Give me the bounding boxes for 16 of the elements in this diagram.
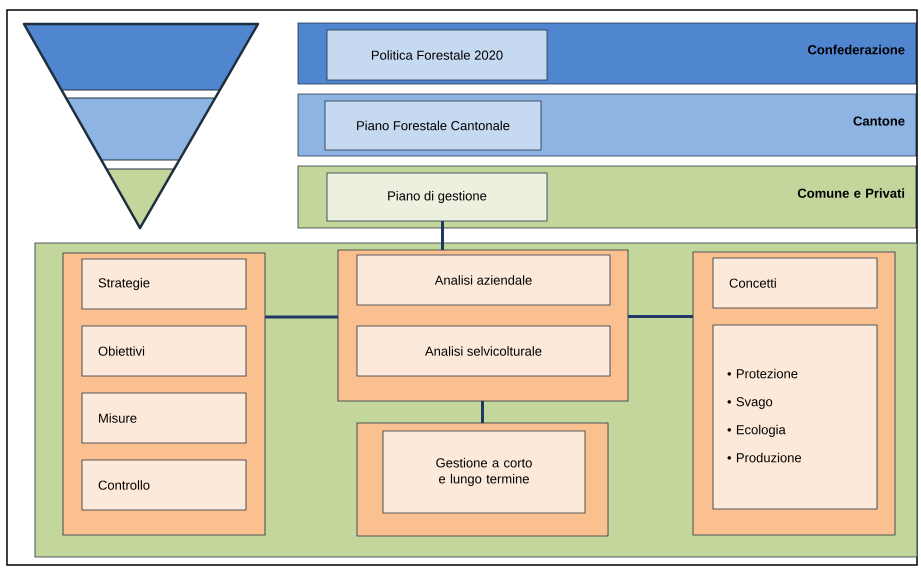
item-box: Controllo [82,460,246,510]
connector-line [628,315,693,318]
plan-box: Politica Forestale 2020 [326,30,548,80]
item-box: Concetti [712,258,878,308]
item-box: Strategie [82,258,246,310]
item-box: Analisi selvicolturale [356,326,610,376]
connector-line [481,401,484,423]
item-box: Analisi aziendale [356,254,610,306]
bullet-list-box: • Protezione • Svago • Ecologia • Produzione [712,324,878,510]
plan-box: Piano Forestale Cantonale [324,100,542,150]
connector-line [265,316,338,318]
item-box: Gestione a corto e lungo termine [382,430,586,514]
plan-box: Piano di gestione [326,172,548,222]
connector-line [441,221,444,250]
item-box: Misure [82,392,246,444]
item-box: Obiettivi [82,326,246,376]
